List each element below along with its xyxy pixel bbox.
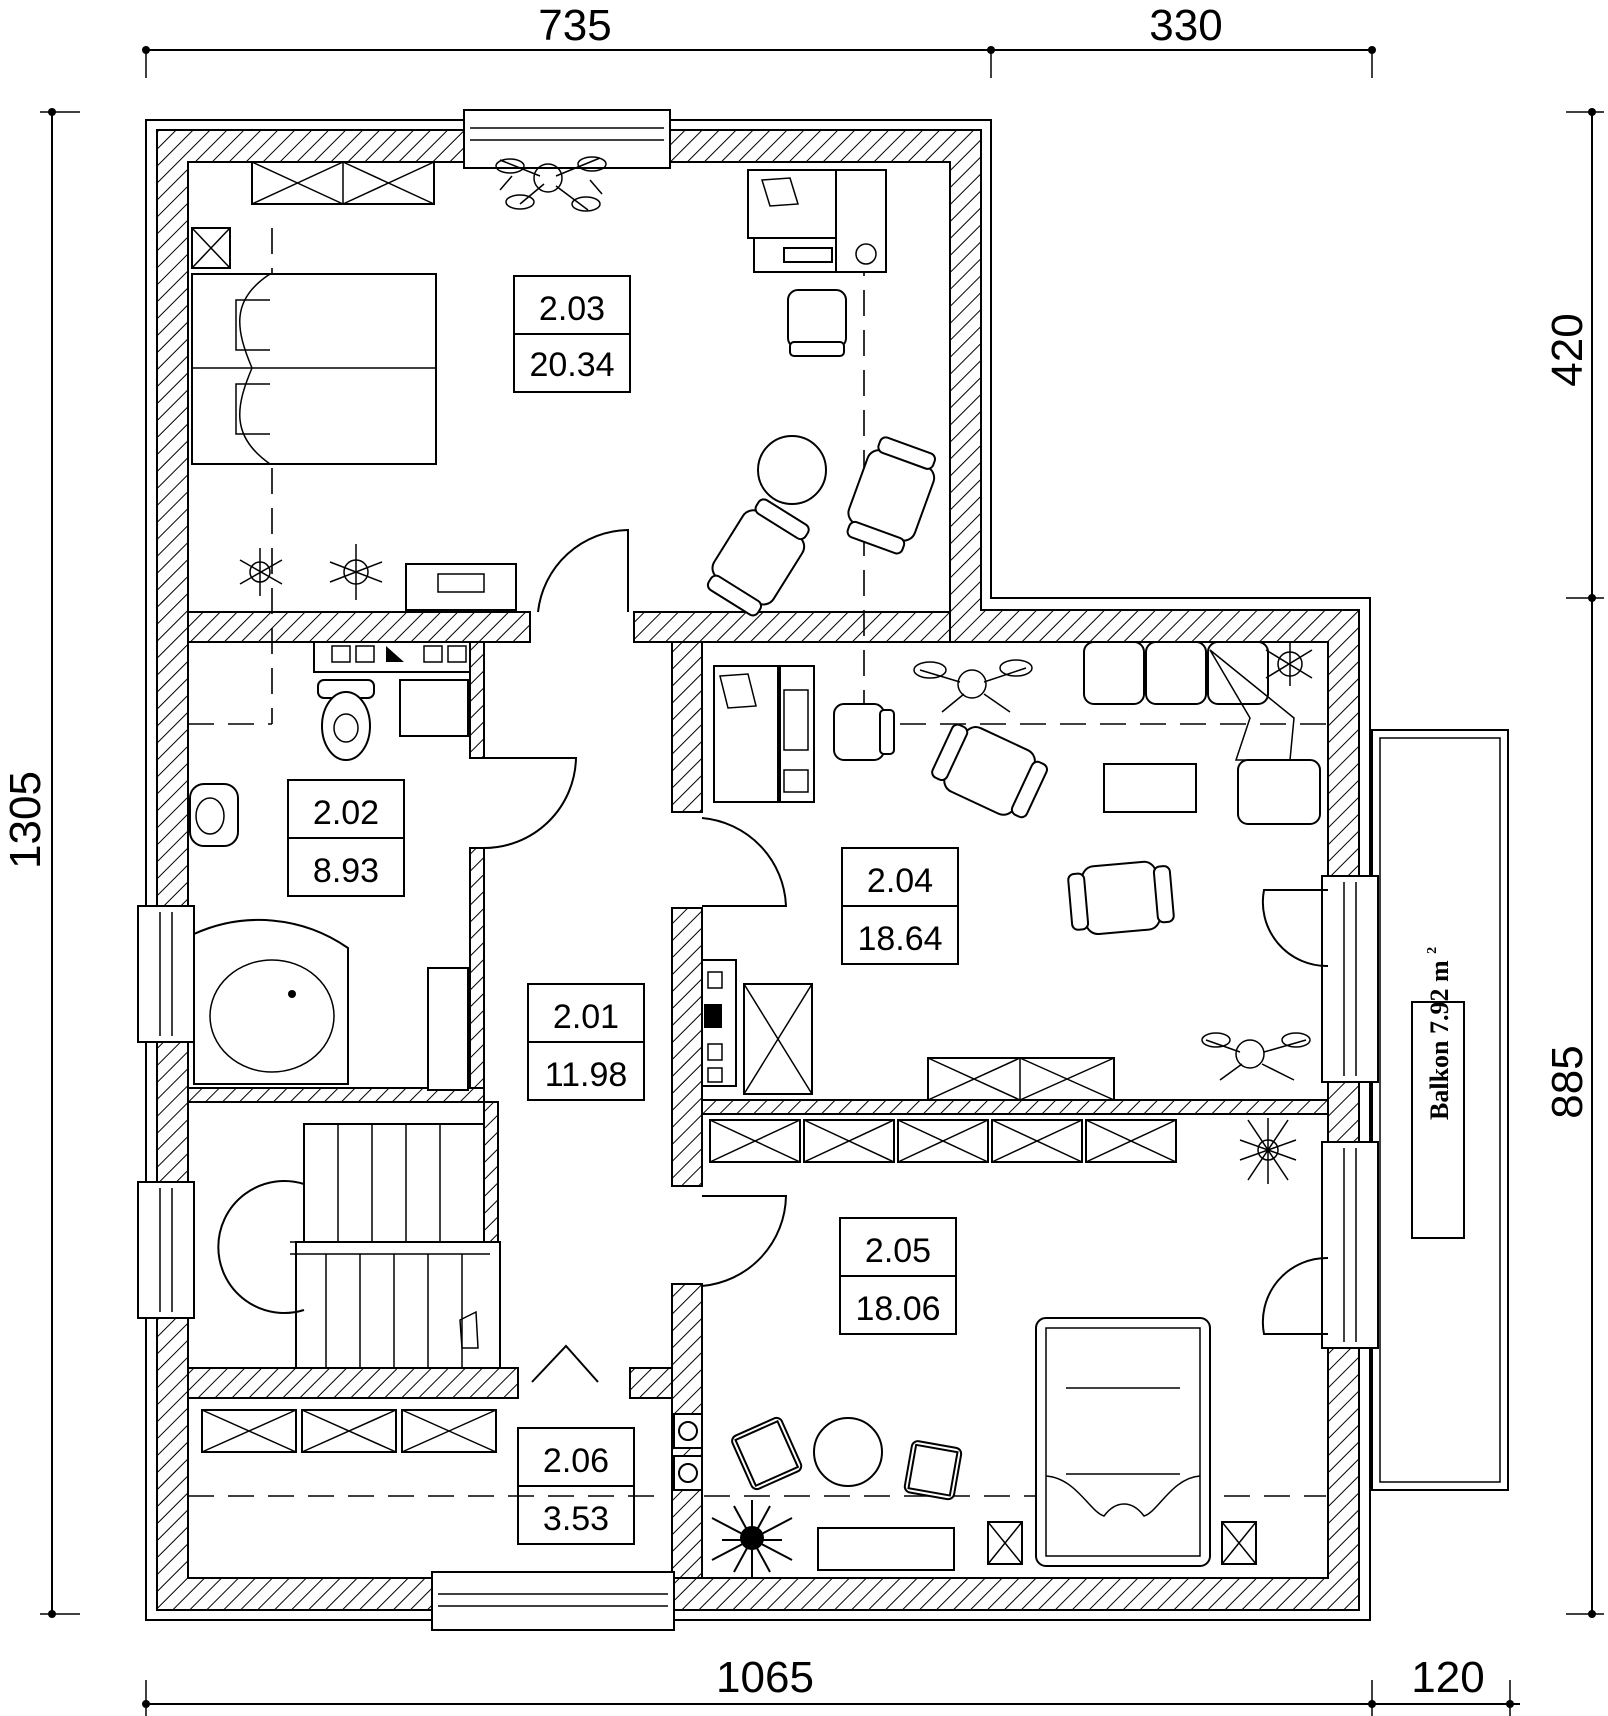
balcony-label: Balkon 7.92 m 2 [1425, 947, 1454, 1120]
desk [713, 665, 779, 803]
room-206-furniture [201, 1409, 703, 1491]
room-number: 2.02 [313, 794, 379, 832]
bath-shelf [427, 967, 469, 1091]
plant-icon [913, 659, 1033, 713]
room-label-202: 2.02 8.93 [287, 779, 405, 897]
dim-right-upper: 420 [1543, 313, 1592, 386]
dim-bottom-left: 1065 [716, 1653, 814, 1702]
room-204-furniture [701, 641, 1321, 1101]
svg-text:Balkon 7.92: Balkon 7.92 m 2 [1425, 947, 1454, 1120]
round-table [813, 1417, 883, 1487]
double-bed [191, 273, 437, 465]
room-label-201: 2.01 11.98 [527, 983, 645, 1101]
dim-top-right: 330 [1149, 1, 1222, 50]
dresser [817, 1527, 955, 1571]
room-area: 11.98 [545, 1056, 628, 1094]
balcony [1371, 729, 1509, 1491]
plant-icon [1201, 1032, 1311, 1081]
plant-icon [1239, 1118, 1297, 1184]
washbasin [189, 783, 239, 847]
balcony-unit: m [1425, 960, 1454, 982]
balcony-name: Balkon [1425, 1040, 1454, 1120]
round-table [757, 435, 827, 505]
balcony-area: 7.92 [1425, 989, 1454, 1035]
stairs [217, 1123, 501, 1369]
room-area: 8.93 [313, 852, 379, 890]
sofa [1083, 641, 1145, 705]
dim-bottom-right: 120 [1411, 1653, 1484, 1702]
plant-icon [239, 548, 283, 596]
plant-icon [329, 544, 383, 600]
room-number: 2.03 [539, 290, 605, 328]
double-bed [1035, 1317, 1211, 1567]
room-number: 2.04 [867, 862, 933, 900]
dim-left: 1305 [1, 771, 50, 869]
balcony-unit-sup: 2 [1425, 947, 1440, 954]
room-label-205: 2.05 18.06 [839, 1217, 957, 1335]
room-label-204: 2.04 18.64 [841, 847, 959, 965]
room-205-furniture [709, 1118, 1297, 1578]
office-chair [787, 289, 847, 349]
room-area: 3.53 [543, 1500, 609, 1538]
plant-icon [711, 1500, 793, 1578]
plant-icon [1265, 642, 1313, 686]
room-number: 2.06 [543, 1442, 609, 1480]
low-cabinet [927, 1057, 1115, 1101]
outer-walls [145, 119, 1371, 1621]
room-number: 2.01 [553, 998, 619, 1036]
windows [137, 109, 1379, 1631]
doors [483, 528, 1329, 1383]
room-area: 18.06 [855, 1290, 940, 1328]
dim-right-lower: 885 [1543, 1045, 1592, 1118]
office-chair [833, 703, 885, 761]
sink-cabinet [399, 679, 469, 737]
dresser [405, 563, 517, 611]
dim-top-left: 735 [538, 1, 611, 50]
room-area: 20.34 [529, 346, 614, 384]
dimension-lines [40, 46, 1604, 1716]
plant-icon [495, 156, 607, 212]
corner-bathtub [193, 918, 349, 1085]
room-203-furniture [191, 156, 936, 617]
room-label-206: 2.06 3.53 [517, 1427, 635, 1545]
room-label-203: 2.03 20.34 [513, 275, 631, 393]
room-area: 18.64 [857, 920, 942, 958]
room-number: 2.05 [865, 1232, 931, 1270]
room-202-furniture [189, 641, 471, 1091]
